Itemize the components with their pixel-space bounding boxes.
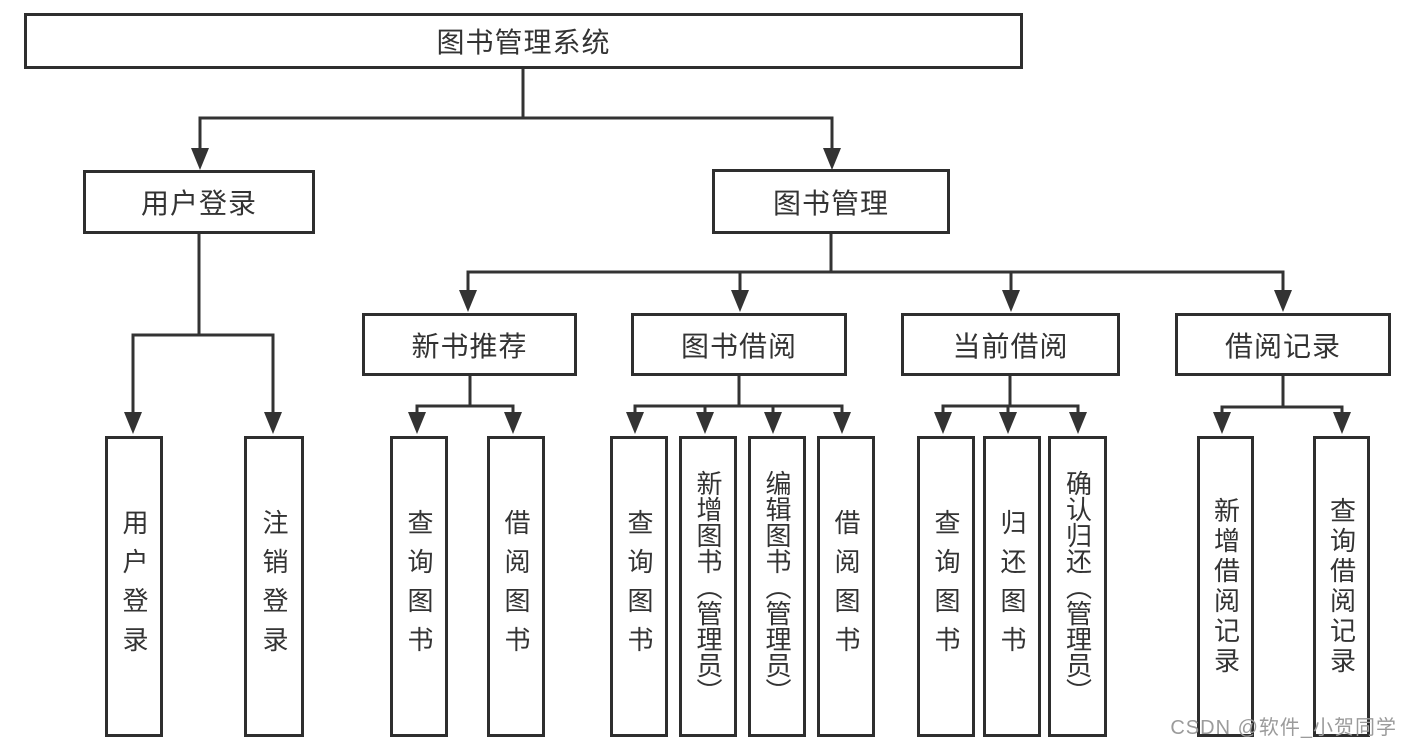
node-label: 当前借阅 bbox=[952, 330, 1069, 362]
node-library-system: 图书管理系统 bbox=[24, 13, 1023, 69]
node-label: 查询图书 bbox=[931, 508, 961, 665]
leaf-query-books-current: 查询图书 bbox=[917, 436, 975, 737]
connector-user-login bbox=[131, 232, 275, 418]
node-label: 新书推荐 bbox=[411, 330, 528, 362]
leaf-borrow-books-recommend: 借阅图书 bbox=[487, 436, 545, 737]
node-label: 新增图书（管理员） bbox=[693, 469, 723, 704]
leaf-logout: 注销登录 bbox=[244, 436, 304, 737]
node-book-borrowing: 图书借阅 bbox=[631, 313, 847, 376]
leaf-confirm-return-admin: 确认归还（管理员） bbox=[1048, 436, 1107, 737]
connector-book-borrowing bbox=[633, 374, 844, 420]
node-label: 注销登录 bbox=[259, 508, 289, 665]
leaf-user-login: 用户登录 bbox=[105, 436, 163, 737]
node-label: 借阅图书 bbox=[501, 508, 531, 665]
node-label: 图书管理 bbox=[772, 187, 889, 219]
node-label: 查询图书 bbox=[624, 508, 654, 665]
leaf-borrow-books: 借阅图书 bbox=[817, 436, 875, 737]
leaf-return-books: 归还图书 bbox=[983, 436, 1041, 737]
arrowheads bbox=[124, 148, 1351, 434]
node-label: 图书管理系统 bbox=[436, 27, 611, 58]
node-user-login: 用户登录 bbox=[83, 170, 315, 234]
leaf-add-borrow-record: 新增借阅记录 bbox=[1197, 436, 1254, 737]
node-label: 图书借阅 bbox=[680, 330, 797, 362]
node-borrowing-records: 借阅记录 bbox=[1175, 313, 1391, 376]
leaf-query-books-borrow: 查询图书 bbox=[610, 436, 668, 737]
connector-new-book bbox=[415, 374, 515, 420]
leaf-edit-books-admin: 编辑图书（管理员） bbox=[748, 436, 806, 737]
node-current-borrowing: 当前借阅 bbox=[901, 313, 1120, 376]
connector-root bbox=[198, 67, 834, 154]
watermark-text: CSDN @软件_小贺同学 bbox=[1170, 717, 1397, 739]
node-book-management: 图书管理 bbox=[712, 169, 950, 234]
node-label: 查询借阅记录 bbox=[1326, 496, 1357, 677]
node-label: 归还图书 bbox=[997, 508, 1027, 665]
connector-book-management bbox=[466, 232, 1285, 296]
connector-borrowing-records bbox=[1220, 374, 1344, 420]
node-label: 用户登录 bbox=[140, 188, 257, 219]
node-label: 借阅图书 bbox=[831, 508, 861, 665]
leaf-add-books-admin: 新增图书（管理员） bbox=[679, 436, 737, 737]
node-label: 确认归还（管理员） bbox=[1062, 469, 1093, 704]
node-new-book-recommendation: 新书推荐 bbox=[362, 313, 577, 376]
node-label: 用户登录 bbox=[119, 508, 149, 665]
node-label: 编辑图书（管理员） bbox=[762, 469, 792, 704]
leaf-query-books-recommend: 查询图书 bbox=[390, 436, 448, 737]
leaf-query-borrow-record: 查询借阅记录 bbox=[1313, 436, 1370, 737]
node-label: 查询图书 bbox=[404, 508, 434, 665]
node-label: 新增借阅记录 bbox=[1210, 496, 1241, 677]
connector-current-borrowing bbox=[941, 374, 1080, 420]
node-label: 借阅记录 bbox=[1224, 330, 1341, 362]
